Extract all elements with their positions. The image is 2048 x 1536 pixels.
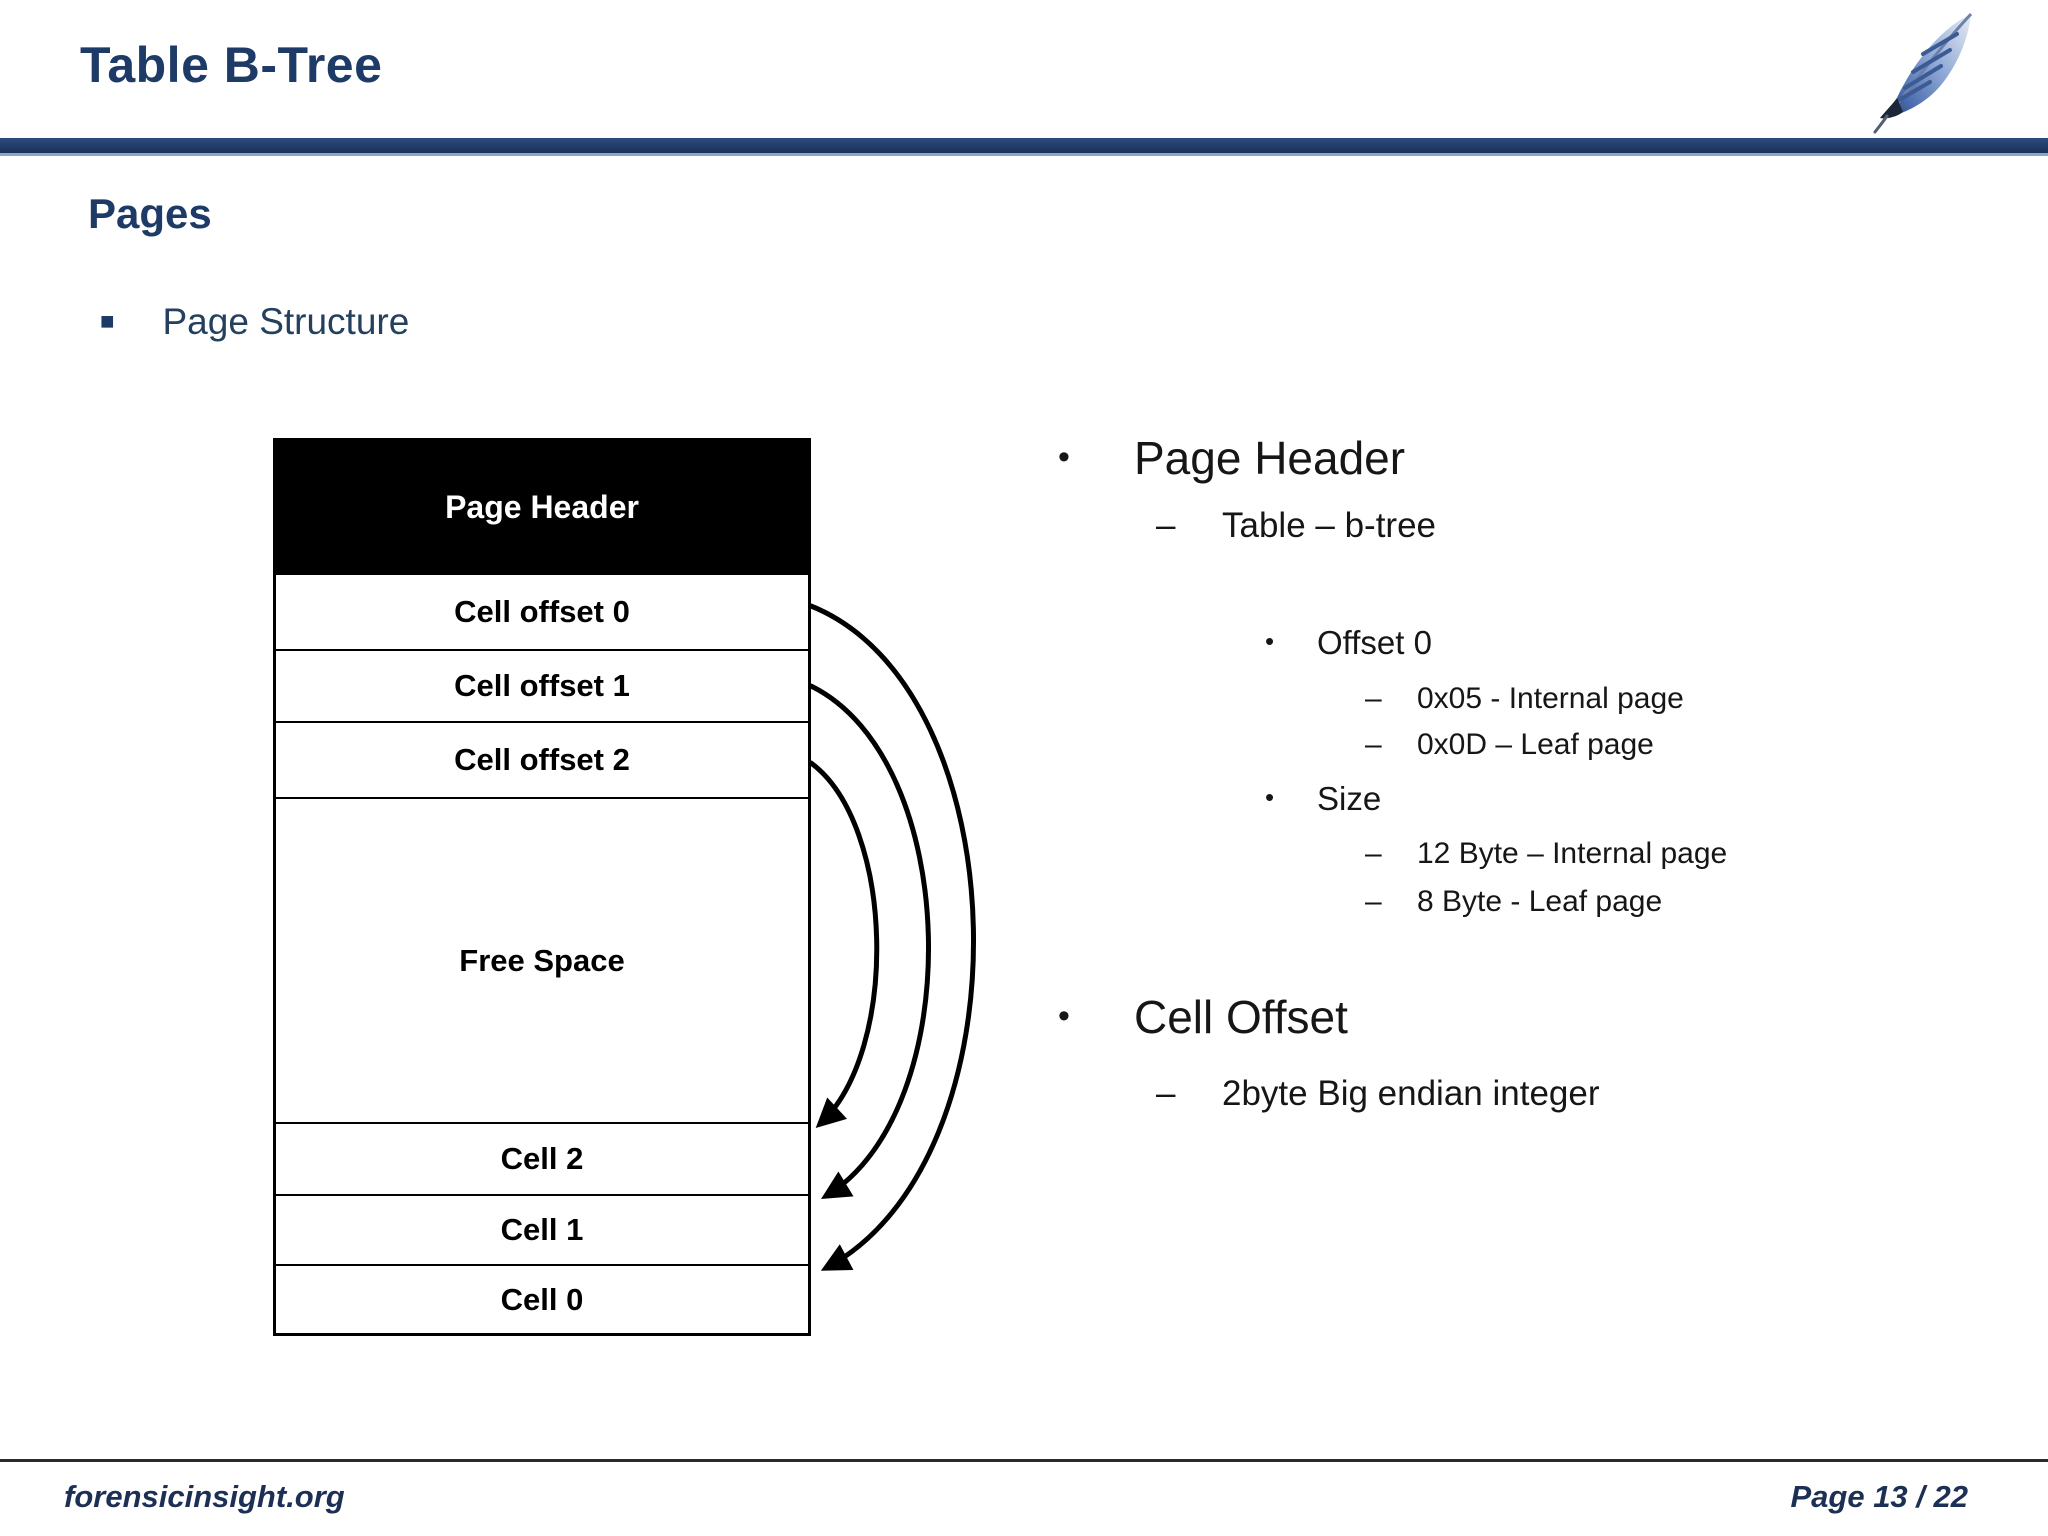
dash-icon: –: [1156, 1074, 1176, 1113]
bullet-icon: •: [1265, 782, 1275, 812]
diagram-row-page-header: Page Header: [276, 441, 808, 573]
diagram-row-cell-2: Cell 2: [276, 1122, 808, 1194]
note-8byte-leaf: –8 Byte - Leaf page: [1365, 885, 1663, 918]
dash-icon: –: [1365, 837, 1382, 870]
note-0x05-internal: –0x05 - Internal page: [1365, 682, 1684, 715]
note-table-btree: –Table – b-tree: [1156, 506, 1437, 545]
diagram-row-cell-offset-1: Cell offset 1: [276, 649, 808, 721]
arrow-offset0-to-cell0: [808, 603, 977, 1271]
arrow-offset1-to-cell1: [808, 683, 932, 1200]
dash-icon: –: [1365, 728, 1382, 761]
page-structure-diagram: Page Header Cell offset 0 Cell offset 1 …: [273, 438, 811, 1336]
note-page-header: •Page Header: [1058, 432, 1406, 484]
diagram-row-cell-0: Cell 0: [276, 1264, 808, 1333]
note-2byte-bigendian: –2byte Big endian integer: [1156, 1074, 1600, 1113]
footer-site-label: forensicinsight.org: [64, 1479, 345, 1514]
section-bullet-label: Page Structure: [162, 301, 410, 342]
note-cell-offset: •Cell Offset: [1058, 991, 1348, 1043]
arrow-offset2-to-cell2: [808, 760, 880, 1128]
bullet-icon: •: [1058, 438, 1070, 476]
bullet-icon: •: [1058, 997, 1070, 1035]
dash-icon: –: [1156, 506, 1176, 545]
bullet-icon: •: [1265, 626, 1275, 656]
section-bullet: ■ Page Structure: [100, 299, 409, 345]
diagram-row-cell-offset-2: Cell offset 2: [276, 721, 808, 797]
feather-icon: [1853, 6, 1993, 136]
dash-icon: –: [1365, 682, 1382, 715]
note-size: •Size: [1265, 780, 1382, 817]
note-12byte-internal: –12 Byte – Internal page: [1365, 837, 1728, 870]
footer-divider: [0, 1459, 2048, 1462]
dash-icon: –: [1365, 885, 1382, 918]
title-divider-bar: [0, 138, 2048, 156]
note-offset0: •Offset 0: [1265, 624, 1432, 661]
diagram-row-free-space: Free Space: [276, 797, 808, 1122]
note-0x0d-leaf: –0x0D – Leaf page: [1365, 728, 1654, 761]
diagram-row-cell-1: Cell 1: [276, 1194, 808, 1264]
page-title: Table B-Tree: [80, 37, 383, 93]
square-bullet-icon: ■: [100, 308, 115, 335]
section-heading: Pages: [88, 190, 212, 237]
diagram-row-cell-offset-0: Cell offset 0: [276, 573, 808, 649]
footer-page-number: Page 13 / 22: [1790, 1479, 1968, 1514]
